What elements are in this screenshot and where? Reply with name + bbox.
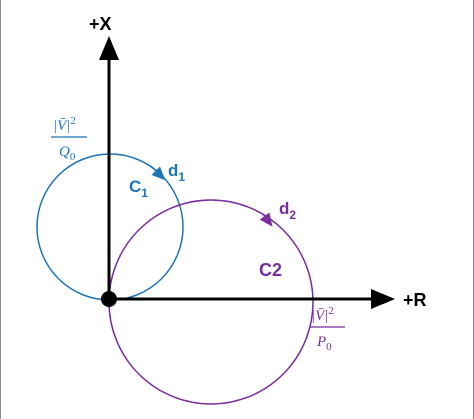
- vertical-axis-arrowhead: [99, 36, 119, 60]
- y-axis-label: +X: [89, 14, 112, 34]
- c2-direction-arrow: [259, 212, 273, 227]
- x-axis-label: +R: [403, 290, 427, 310]
- fraction-p-denominator: P0: [316, 334, 332, 353]
- fraction-v-squared-over-p0: |V̄|2 P0: [309, 305, 345, 353]
- fraction-q-denominator: Q0: [59, 144, 76, 163]
- circle-c2-label: C2: [259, 260, 282, 280]
- horizontal-axis-arrowhead: [371, 289, 395, 309]
- c1-direction-arrow: [150, 165, 166, 181]
- d1-label: d1: [168, 161, 185, 184]
- circle-c1-label: C1: [129, 177, 148, 200]
- d2-label: d2: [279, 199, 296, 222]
- fraction-v-squared-over-q0: |V̄|2 Q0: [51, 115, 87, 163]
- circle-c2: [108, 199, 314, 405]
- origin-point: [101, 291, 117, 307]
- fraction-p-numerator: |V̄|2: [311, 305, 334, 324]
- fraction-q-numerator: |V̄|2: [53, 115, 76, 134]
